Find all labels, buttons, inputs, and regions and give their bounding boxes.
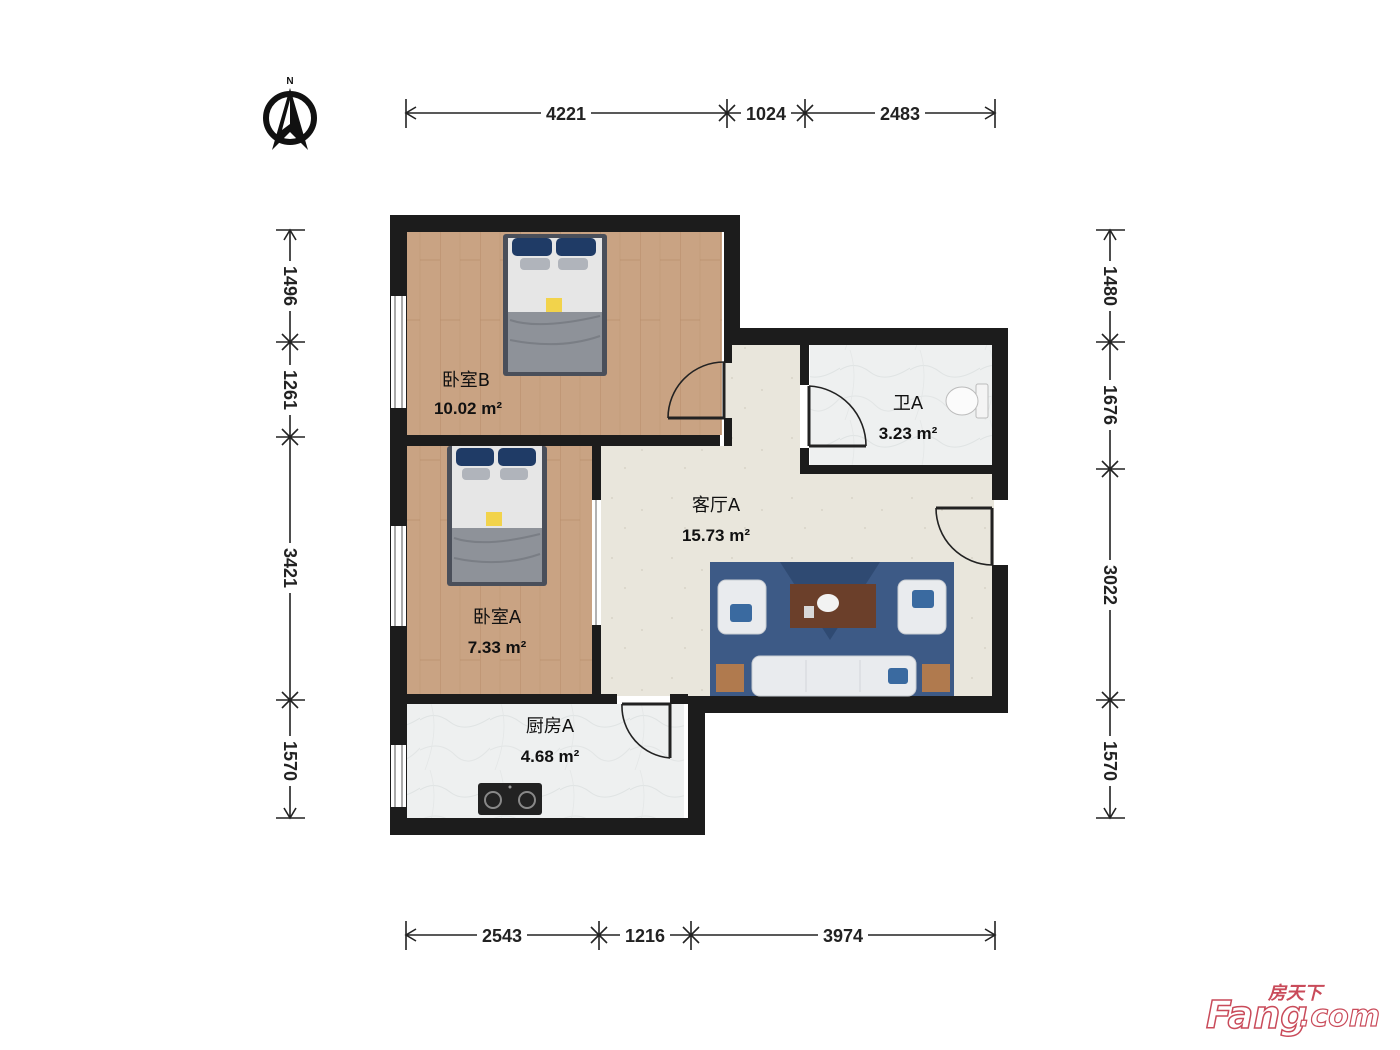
room-area-living-room-a: 15.73 m² (682, 526, 750, 545)
side-tables (716, 664, 950, 692)
dimension-left (276, 228, 305, 820)
dim-bottom-3: 3974 (823, 926, 863, 946)
room-area-bathroom-a: 3.23 m² (879, 424, 938, 443)
dimension-right-labels: 1480 1676 3022 1570 (1100, 261, 1120, 786)
dimension-top-labels: 4221 1024 2483 (541, 103, 925, 124)
bed-bedroom-b (503, 234, 607, 376)
north-label: N (286, 76, 293, 87)
coffee-table (790, 584, 876, 628)
room-area-bedroom-a: 7.33 m² (468, 638, 527, 657)
room-name-bedroom-a: 卧室A (473, 607, 522, 628)
dim-left-3: 3421 (280, 548, 300, 588)
window-bedroom-b (391, 296, 406, 408)
watermark-fang: Fang (1206, 993, 1308, 1037)
room-area-kitchen-a: 4.68 m² (521, 747, 580, 766)
dim-bottom-1: 2543 (482, 926, 522, 946)
dimension-right (1096, 228, 1125, 820)
dim-right-2: 1676 (1100, 385, 1120, 425)
dim-top-3: 2483 (880, 104, 920, 124)
window-kitchen (391, 745, 406, 807)
dim-top-2: 1024 (746, 104, 786, 124)
dim-left-1: 1496 (280, 266, 300, 306)
watermark-dotcom: .com (1299, 999, 1380, 1034)
window-bedroom-a (391, 526, 406, 626)
window-partition (592, 500, 601, 625)
room-area-bedroom-b: 10.02 m² (434, 399, 502, 418)
dim-left-2: 1261 (280, 370, 300, 410)
sofa-set (717, 579, 947, 697)
watermark-logo: 房天下 Fang .com (1205, 983, 1380, 1038)
room-name-living-room-a: 客厅A (692, 495, 741, 516)
dim-right-3: 3022 (1100, 565, 1120, 605)
door-kitchen[interactable] (621, 702, 672, 759)
floor-kitchen (406, 704, 684, 819)
bed-bedroom-a (447, 446, 547, 586)
room-name-bathroom-a: 卫A (893, 393, 924, 414)
north-arrow-icon: N (263, 76, 317, 150)
dim-bottom-2: 1216 (625, 926, 665, 946)
dimension-bottom-labels: 2543 1216 3974 (477, 925, 868, 946)
dim-right-1: 1480 (1100, 266, 1120, 306)
door-bathroom[interactable] (807, 385, 867, 448)
stove-icon (478, 783, 542, 815)
room-name-kitchen-a: 厨房A (526, 716, 575, 737)
dim-right-4: 1570 (1100, 741, 1120, 781)
watermark-cn: 房天下 (1267, 983, 1325, 1004)
room-name-bedroom-b: 卧室B (442, 370, 490, 391)
dim-left-4: 1570 (280, 741, 300, 781)
dim-top-1: 4221 (546, 104, 586, 124)
door-bedroom-b[interactable] (667, 361, 726, 420)
toilet-icon (945, 383, 989, 419)
door-entrance[interactable] (935, 506, 994, 566)
dimension-left-labels: 1496 1261 3421 1570 (280, 261, 300, 786)
